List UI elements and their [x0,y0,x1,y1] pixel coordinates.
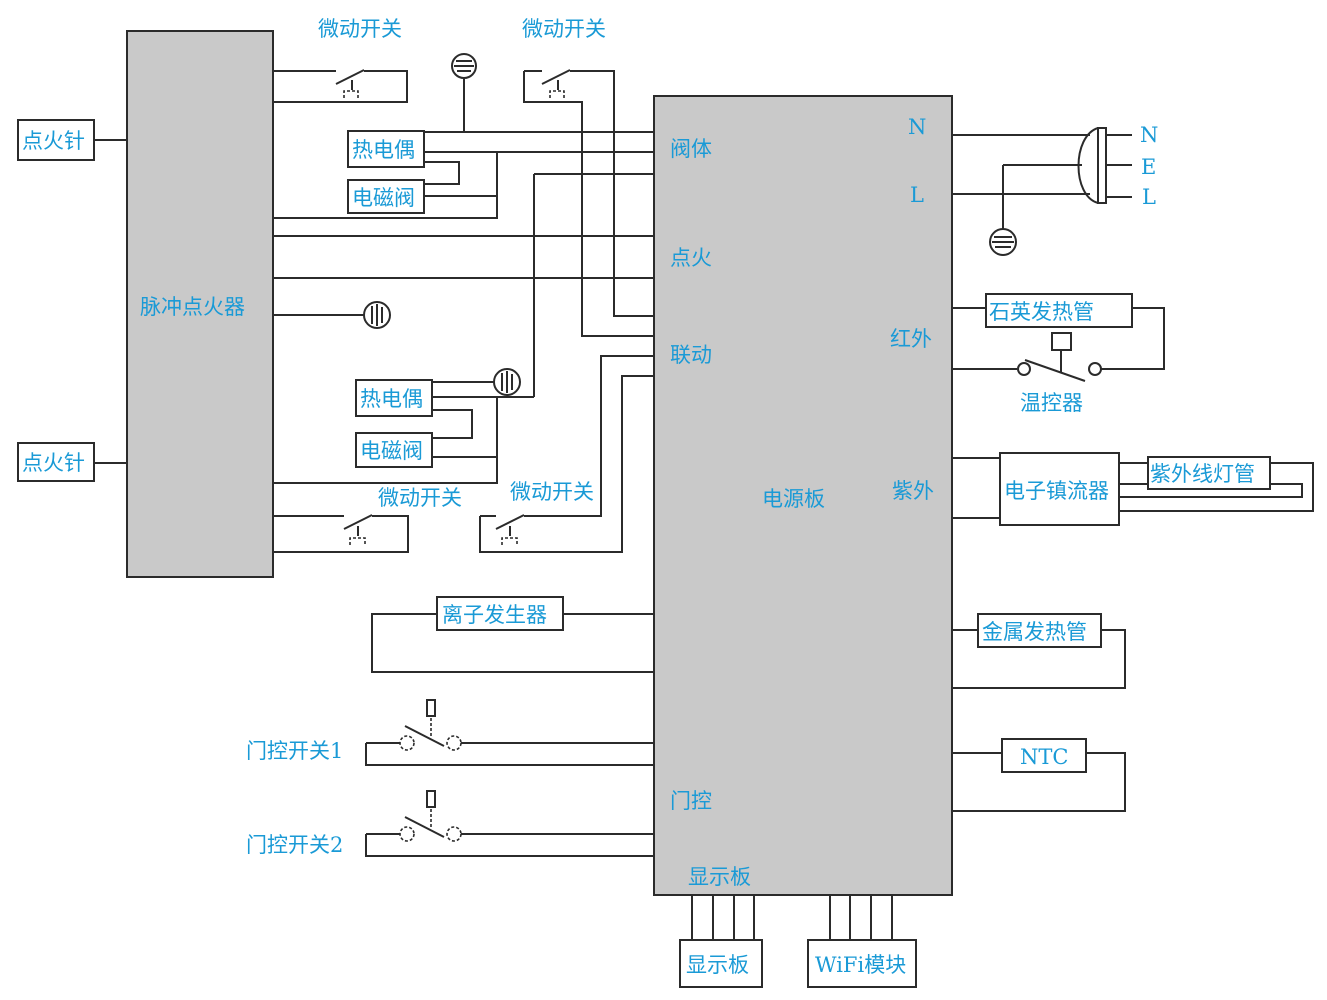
thermocouple-label-2: 热电偶 [360,387,423,411]
power-board-block [653,95,953,896]
thermocouple-label-1: 热电偶 [352,138,415,162]
ultraviolet-port-label: 紫外 [892,479,934,503]
ignition-port-label: 点火 [670,246,712,270]
power-plug-icon [952,127,1132,229]
ballast-box [999,452,1120,526]
ground-icon-middle [273,301,391,329]
ballast-label: 电子镇流器 [1004,479,1109,503]
valve-body-port-label: 阀体 [670,137,712,161]
door-control-port-label: 门控 [670,789,712,813]
ground-icon-upper [451,53,477,132]
thermocouple-box-1 [347,130,425,168]
quartz-heater-box [985,293,1133,328]
plug-l-label: L [1142,185,1156,209]
solenoid-label-1: 电磁阀 [352,186,415,210]
thermostat-switch [952,332,1102,382]
solenoid-box-1 [347,179,425,214]
power-board-label: 电源板 [762,487,825,511]
wifi-module-box [807,939,917,988]
solenoid-label-2: 电磁阀 [360,439,423,463]
display-board-bus [691,895,755,940]
plug-e-label: E [1141,155,1156,179]
ignition-needle-label-2: 点火针 [22,451,85,475]
infrared-port-label: 红外 [890,327,932,351]
plug-n-label: N [1140,123,1158,147]
door-switch-label-1: 门控开关1 [246,739,343,763]
solenoid-box-2 [355,432,433,468]
display-board-label: 显示板 [686,953,749,977]
pulse-ignitor-label: 脉冲点火器 [140,295,245,319]
ion-generator-label: 离子发生器 [442,603,547,627]
micro-switch-label-2: 微动开关 [522,17,606,41]
thermocouple-box-2 [355,379,433,417]
micro-switch-label-3: 微动开关 [378,486,462,510]
wifi-module-bus [829,895,893,940]
display-board-port-label: 显示板 [688,865,751,889]
uv-lamp-label: 紫外线灯管 [1150,462,1255,486]
thermostat-label: 温控器 [1020,391,1083,415]
door-switch-2 [365,790,654,857]
door-switch-1 [365,699,654,766]
micro-switch-2 [523,69,654,337]
door-switch-label-2: 门控开关2 [246,833,343,857]
display-board-box [679,939,763,988]
micro-switch-label-4: 微动开关 [510,480,594,504]
ground-icon-lower [493,368,521,396]
ground-icon-plug [989,228,1017,256]
ignition-needle-label-1: 点火针 [22,129,85,153]
linkage-port-label: 联动 [670,343,712,367]
pulse-ignitor-block [126,30,274,578]
ignition-needle-box-1 [17,119,95,161]
wifi-module-label: WiFi模块 [815,953,906,977]
l-port-label: L [910,183,924,207]
quartz-heater-label: 石英发热管 [989,300,1094,324]
ntc-label: NTC [1020,745,1068,769]
micro-switch-1 [273,69,408,103]
n-port-label: N [908,115,926,139]
micro-switch-label-1: 微动开关 [318,17,402,41]
ntc-box [1001,738,1087,773]
micro-switch-3 [273,514,409,553]
metal-heater-label: 金属发热管 [982,620,1087,644]
uv-lamp-box [1147,456,1271,490]
micro-switch-4 [479,355,654,553]
